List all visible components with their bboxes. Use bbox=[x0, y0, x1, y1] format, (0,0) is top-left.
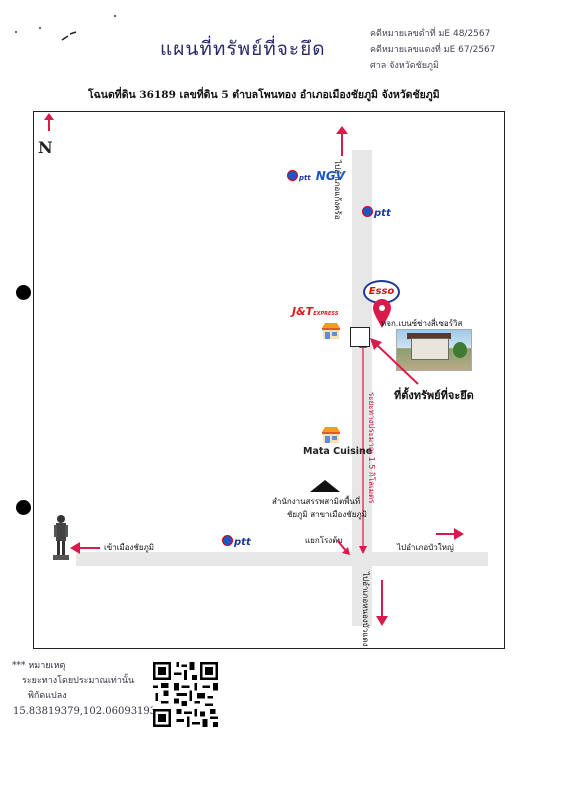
photo-roof bbox=[407, 333, 451, 339]
arrow-left-icon bbox=[70, 542, 100, 554]
main-road-horizontal bbox=[76, 552, 488, 566]
ptt-dot-icon bbox=[362, 206, 373, 217]
ptt-station-logo: ptt bbox=[222, 530, 251, 549]
scan-marks bbox=[15, 15, 116, 41]
junction-arrow-icon bbox=[337, 540, 350, 555]
office-roof-icon bbox=[310, 480, 340, 492]
case-red-number: คดีหมายเลขแดงที่ มE 67/2567 bbox=[370, 45, 496, 55]
note-line1: ระยะทางโดยประมาณเท่านั้น bbox=[22, 676, 135, 686]
shop-icon bbox=[322, 323, 340, 339]
map-frame bbox=[33, 111, 505, 649]
label-to-city: เข้าเมืองชัยภูมิ bbox=[104, 543, 155, 552]
qr-code-icon bbox=[153, 662, 218, 727]
coordinates: 15.83819379,102.06093193 bbox=[13, 706, 157, 717]
punch-hole bbox=[16, 500, 31, 515]
label-office-line2: ชัยภูมิ สาขาเมืองชัยภูมิ bbox=[287, 510, 367, 519]
arrow-right-icon bbox=[436, 528, 464, 540]
ptt-station-logo: ptt bbox=[362, 201, 391, 220]
arrow-up-icon bbox=[336, 126, 348, 156]
target-building bbox=[350, 327, 370, 347]
deed-subtitle: โฉนดที่ดิน 36189 เลขที่ดิน 5 ตำบลโพนทอง … bbox=[88, 89, 440, 101]
label-junction: แยกโรงต้ม bbox=[305, 536, 343, 545]
location-pin-icon bbox=[373, 299, 391, 328]
label-to-nong-bua-daeng: ไปอำเภอหนองบัวแดง bbox=[361, 572, 370, 647]
photo-tree bbox=[453, 342, 467, 358]
label-mata-cuisine: Mata Cuisine bbox=[303, 446, 373, 457]
ptt-dot-icon bbox=[287, 170, 298, 181]
label-landmark-shop: หจก.เบนซ์ช่างสี่เซอร์วิส bbox=[381, 319, 463, 328]
jt-express-logo: J&TEXPRESS bbox=[292, 305, 339, 318]
north-label: N bbox=[38, 138, 53, 157]
photo-house bbox=[411, 338, 449, 360]
label-target-property: ที่ตั้งทรัพย์ที่จะยึด bbox=[394, 389, 474, 402]
note-line2: พิกัดแปลง bbox=[28, 691, 67, 701]
north-arrow-icon bbox=[44, 113, 54, 131]
arrow-down-icon bbox=[376, 580, 388, 626]
main-road-vertical bbox=[352, 150, 372, 626]
punch-hole bbox=[16, 285, 31, 300]
target-arrow-icon bbox=[370, 338, 419, 385]
page-title: แผนที่ทรัพย์ที่จะยึด bbox=[160, 38, 326, 60]
property-photo bbox=[396, 329, 472, 371]
court-name: ศาล จังหวัดชัยภูมิ bbox=[370, 61, 439, 71]
label-to-bua-yai: ไปอำเภอบัวใหญ่ bbox=[397, 543, 454, 552]
statue-icon bbox=[53, 515, 69, 560]
label-office-line1: สำนักงานสรรพสามิตพื้นที่ bbox=[272, 497, 361, 506]
note-title: *** หมายเหตุ bbox=[12, 661, 66, 671]
ptt-ngv-logo: ptt NGV bbox=[287, 165, 345, 184]
esso-logo: Esso bbox=[363, 280, 400, 304]
shop-icon bbox=[322, 427, 340, 443]
case-black-number: คดีหมายเลขดำที่ มE 48/2567 bbox=[370, 29, 491, 39]
ptt-dot-icon bbox=[222, 535, 233, 546]
